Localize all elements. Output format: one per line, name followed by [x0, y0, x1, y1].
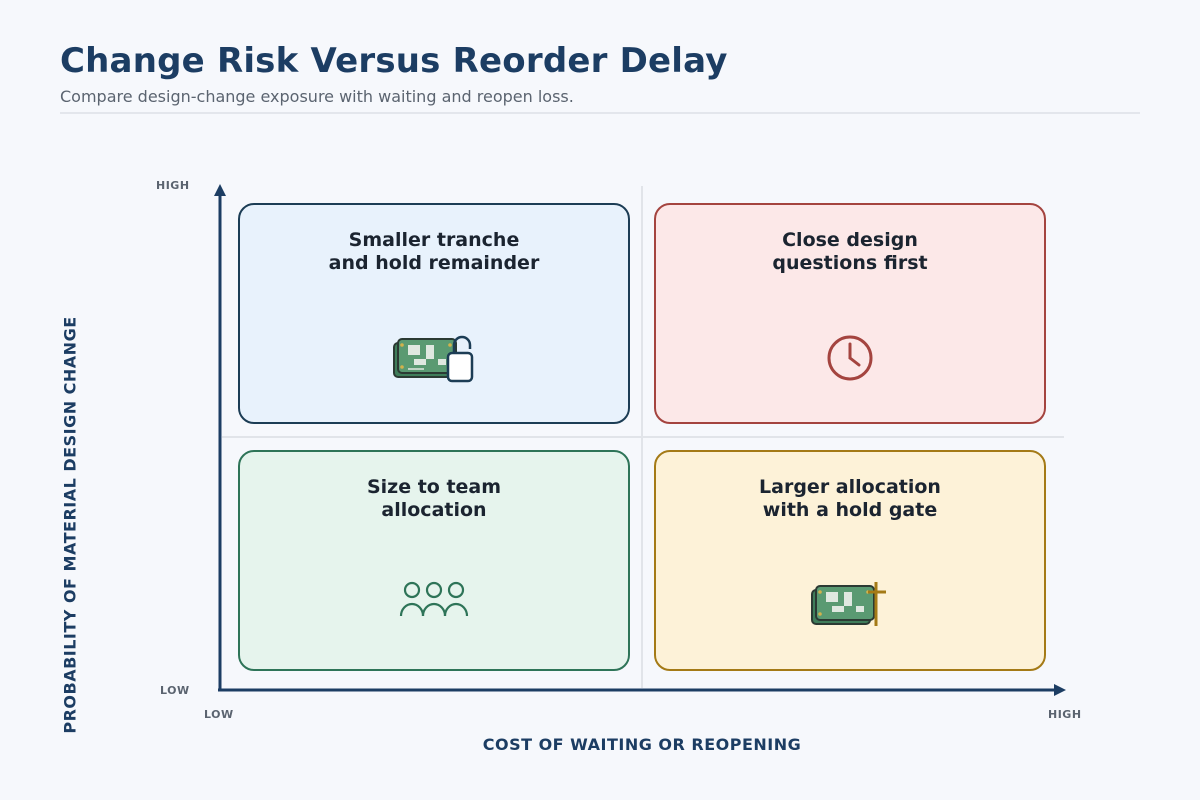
x-axis-low-label: LOW: [204, 708, 234, 721]
quadrant-label-line: allocation: [381, 499, 487, 521]
x-axis-arrow: [1054, 684, 1066, 696]
y-axis-arrow: [214, 184, 226, 196]
quadrant-bottom-left: Size to team allocation: [238, 450, 630, 671]
y-axis-low-label: LOW: [160, 684, 190, 697]
quadrant-label-line: and hold remainder: [328, 252, 540, 274]
page-subtitle: Compare design-change exposure with wait…: [60, 87, 574, 106]
quadrant-label-line: Close design: [782, 229, 918, 251]
quadrant-label-line: questions first: [772, 252, 928, 274]
quadrant-label: Smaller tranche and hold remainder: [240, 229, 628, 275]
circuit-board-lock-icon: [392, 333, 476, 387]
quadrant-label-line: Size to team: [366, 476, 502, 498]
x-axis-high-label: HIGH: [1048, 708, 1082, 721]
quadrant-label: Close design questions first: [656, 229, 1044, 275]
header-divider: [60, 112, 1140, 114]
clock-icon: [825, 333, 875, 387]
x-axis-title: COST OF WAITING OR REOPENING: [482, 735, 802, 754]
quadrant-bottom-right: Larger allocation with a hold gate: [654, 450, 1046, 671]
y-axis-title: PROBABILITY OF MATERIAL DESIGN CHANGE: [60, 316, 80, 734]
quadrant-label-line: with a hold gate: [762, 499, 938, 521]
quadrant-label-line: Larger allocation: [759, 476, 941, 498]
y-axis-high-label: HIGH: [156, 179, 190, 192]
team-icon: [398, 580, 470, 624]
quadrant-top-left: Smaller tranche and hold remainder: [238, 203, 630, 424]
quadrant-label: Larger allocation with a hold gate: [656, 476, 1044, 522]
circuit-board-gate-icon: [810, 580, 890, 632]
quadrant-label: Size to team allocation: [240, 476, 628, 522]
header: Change Risk Versus Reorder Delay Compare…: [60, 40, 1140, 108]
quadrant-label-line: Smaller tranche: [348, 229, 520, 251]
quadrant-top-right: Close design questions first: [654, 203, 1046, 424]
page-title: Change Risk Versus Reorder Delay: [60, 41, 728, 81]
